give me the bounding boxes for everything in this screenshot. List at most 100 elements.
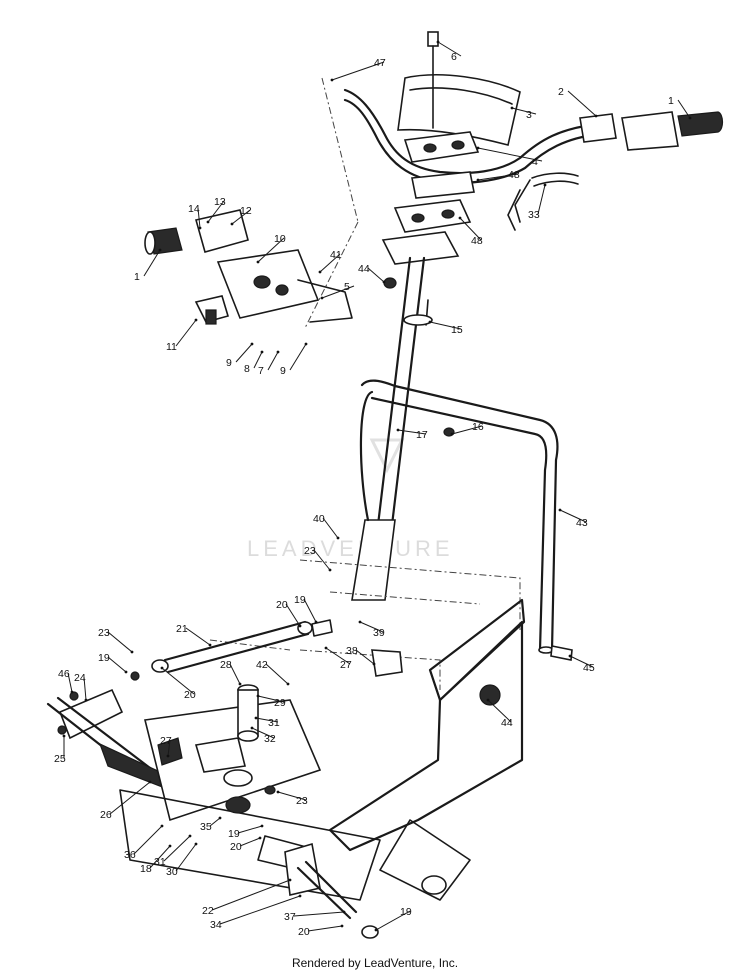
callout-dot-c15 (428, 320, 432, 324)
callout-number-c33: 33 (528, 209, 540, 221)
callout-number-c23c: 23 (296, 795, 308, 807)
watermark-logo-icon (369, 438, 405, 474)
steering-gear (223, 769, 253, 787)
callout-number-c32: 32 (264, 733, 276, 745)
callout-dot-c23c (276, 790, 280, 794)
callout-leader-c12 (231, 209, 251, 225)
callout-dot-c25 (62, 734, 66, 738)
callout-leader-c18 (149, 845, 171, 869)
callout-leader-c23b (107, 631, 133, 653)
callout-dot-c9b (304, 342, 308, 346)
callout-dot-c44b (486, 698, 490, 702)
callout-leader-c31b (163, 835, 191, 862)
callout-dot-c42 (286, 682, 290, 686)
callout-dot-c1b (158, 248, 162, 252)
callout-number-c15: 15 (451, 324, 463, 336)
callout-dot-c24 (84, 698, 88, 702)
callout-number-c38: 38 (346, 645, 358, 657)
frame-side-plate (428, 598, 526, 702)
callout-dot-c12 (230, 222, 234, 226)
callout-number-c29: 29 (274, 697, 286, 709)
callout-leader-c39 (359, 621, 384, 633)
callout-dot-c3 (510, 106, 514, 110)
callout-leader-c24 (83, 676, 87, 701)
handlebar (343, 88, 602, 175)
callout-leader-c34 (219, 895, 301, 925)
callout-leader-c48a (477, 173, 519, 181)
callout-dot-c20b (160, 666, 164, 670)
callout-dot-c22 (288, 878, 292, 882)
throttle-cable (531, 172, 579, 187)
callout-number-c5: 5 (344, 281, 350, 293)
callout-leader-c23a (313, 549, 331, 571)
callout-number-c7: 7 (258, 365, 264, 377)
callout-number-c20a: 20 (276, 599, 288, 611)
callout-number-c2: 2 (558, 86, 564, 98)
spindle-bracket (58, 688, 124, 740)
callout-number-c16: 16 (472, 421, 484, 433)
throttle-housing (579, 113, 617, 143)
callout-number-c19c: 19 (228, 828, 240, 840)
callout-number-c19d: 19 (400, 906, 412, 918)
callout-leader-c8 (253, 351, 263, 369)
callout-dot-c45 (568, 654, 572, 658)
callout-dot-c20c (258, 836, 262, 840)
callout-dot-c38 (372, 662, 376, 666)
callout-number-c25: 25 (54, 753, 66, 765)
callout-number-c1b: 1 (134, 271, 140, 283)
callout-number-c20c: 20 (230, 841, 242, 853)
callout-number-c48a: 48 (508, 169, 520, 181)
callout-dot-c2 (594, 114, 598, 118)
lower-clamp (393, 199, 472, 233)
callout-number-c44b: 44 (501, 717, 513, 729)
callout-leader-c28 (229, 663, 241, 685)
callout-dot-c20a (298, 624, 302, 628)
callout-leader-c19d (375, 910, 411, 931)
callout-dot-c30 (194, 842, 198, 846)
callout-dot-c29 (256, 694, 260, 698)
bracket (371, 649, 403, 677)
callout-dot-c23a (328, 568, 332, 572)
callout-leader-c43 (559, 509, 587, 523)
watermark: LEADVENTURE (247, 438, 450, 561)
callout-leader-c30 (175, 843, 197, 872)
callout-dot-c46 (70, 690, 74, 694)
callout-number-c23a: 23 (304, 545, 316, 557)
callout-leader-c40 (322, 517, 339, 539)
callout-leader-c10 (257, 237, 285, 263)
callout-number-c3: 3 (526, 109, 532, 121)
front-axle-assembly (46, 684, 381, 939)
crossbar-pad (397, 74, 521, 146)
callout-number-c14: 14 (188, 203, 200, 215)
callout-dot-c31b (188, 834, 192, 838)
callout-dot-c20d (340, 924, 344, 928)
callout-number-c17: 17 (416, 429, 428, 441)
tie-rod (163, 620, 310, 674)
callout-dot-c36 (160, 824, 164, 828)
handlebar-assembly (343, 31, 724, 326)
callout-number-c27a: 27 (340, 659, 352, 671)
callout-number-c21: 21 (176, 623, 188, 635)
callout-leader-c35 (209, 817, 221, 827)
callout-dot-c26 (148, 780, 152, 784)
callout-number-c9a: 9 (226, 357, 232, 369)
callout-leader-c1a (677, 99, 691, 119)
callout-number-c48b: 48 (471, 235, 483, 247)
callout-dot-c11 (194, 318, 198, 322)
callout-number-c46: 46 (58, 668, 70, 680)
callout-leader-c9b (289, 343, 307, 371)
callout-leader-c13 (207, 200, 225, 223)
callout-dot-c8 (260, 350, 264, 354)
callout-dot-c10 (256, 260, 260, 264)
stem-plate (381, 231, 460, 265)
nut (383, 277, 397, 289)
callout-leader-c9a (235, 343, 253, 363)
callout-leader-c46 (67, 672, 73, 693)
callout-number-c13: 13 (214, 196, 226, 208)
callout-number-c45: 45 (583, 662, 595, 674)
callout-leader-c41 (319, 253, 341, 273)
callout-dot-c40 (336, 536, 340, 540)
callout-dot-c18 (168, 844, 172, 848)
callout-leader-c16 (451, 425, 483, 435)
callout-leader-c36 (133, 825, 163, 855)
